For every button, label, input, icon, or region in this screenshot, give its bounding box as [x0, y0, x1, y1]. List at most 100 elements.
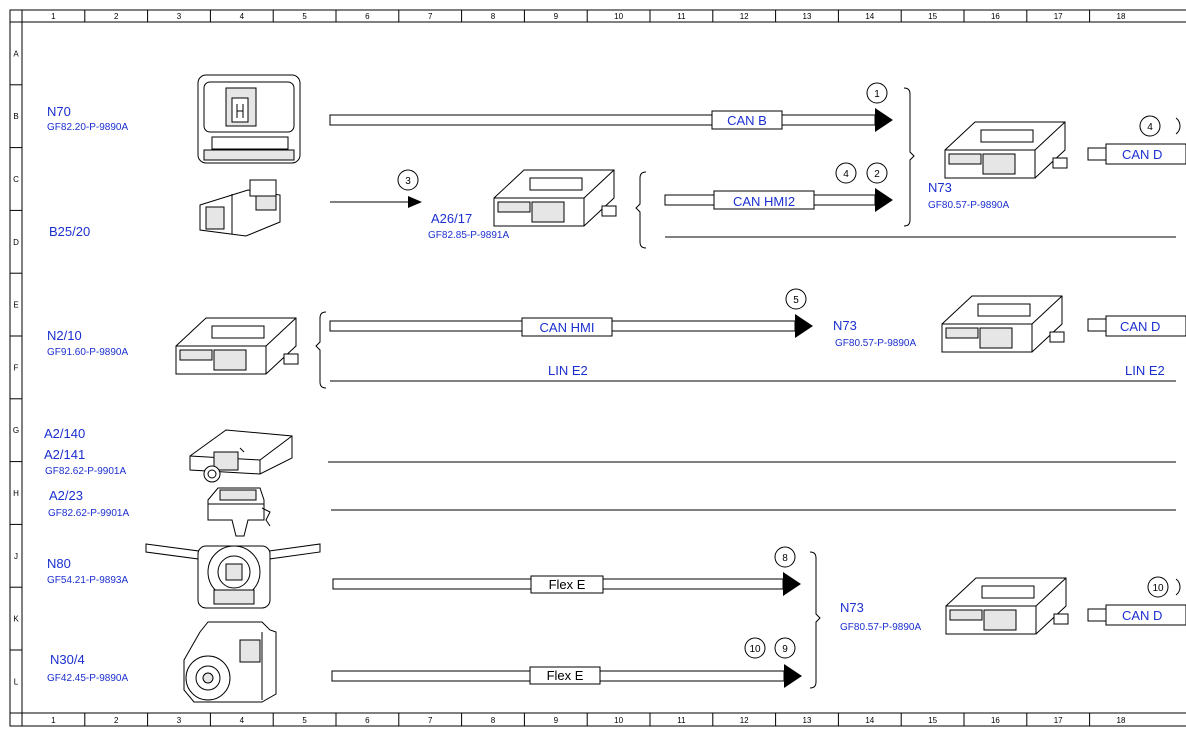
bus-label-can-hmi2: CAN HMI2 — [733, 194, 795, 209]
ruler-row-label: D — [13, 238, 19, 247]
bracket-n2-10 — [315, 311, 327, 389]
marker-clipped-bot — [1175, 578, 1181, 596]
bus-label-can-d-top: CAN D — [1122, 147, 1162, 162]
a2-140-label: A2/140 — [44, 426, 85, 441]
ruler-column-label: 18 — [1117, 716, 1126, 725]
bus-can-d-mid: CAN D — [1087, 315, 1186, 337]
b25-20-device-icon — [199, 179, 281, 237]
ruler-column-label: 10 — [614, 716, 623, 725]
n73-top-ecu-icon — [944, 121, 1068, 179]
n30-4-label: N30/4 — [50, 652, 85, 667]
ruler-row-label: B — [13, 112, 18, 121]
n2-10-label: N2/10 — [47, 328, 82, 343]
bus-can-d-bot: CAN D — [1087, 604, 1186, 626]
bus-label-can-d-bot: CAN D — [1122, 608, 1162, 623]
bus-label-lin-e2-left: LIN E2 — [548, 363, 588, 378]
bus-label-can-d-mid: CAN D — [1120, 319, 1160, 334]
ruler-column-label: 12 — [740, 716, 749, 725]
a2-141-ref: GF82.62-P-9901A — [45, 466, 126, 477]
ruler-column-label: 12 — [740, 12, 749, 21]
bracket-n73-bot — [809, 551, 821, 689]
bracket-a26 — [635, 171, 647, 249]
ruler-row-label: C — [13, 175, 19, 184]
svg-text:2: 2 — [874, 169, 880, 180]
ruler-row-label: H — [13, 489, 19, 498]
marker-2: 2 — [866, 162, 888, 184]
ruler-column-label: 5 — [302, 12, 307, 21]
ruler-row-label: G — [13, 426, 19, 435]
ruler-row-label: F — [14, 363, 19, 372]
link-b25-to-a26 — [330, 196, 422, 208]
ruler-column-label: 13 — [803, 12, 812, 21]
bus-label-can-b: CAN B — [727, 113, 767, 128]
marker-clipped-top — [1175, 117, 1181, 135]
n2-10-ref: GF91.60-P-9890A — [47, 347, 128, 358]
bus-label-can-hmi: CAN HMI — [540, 320, 595, 335]
n73-bot-ref: GF80.57-P-9890A — [840, 622, 921, 633]
a2-141-label: A2/141 — [44, 447, 85, 462]
n73-top-ref: GF80.57-P-9890A — [928, 200, 1009, 211]
ruler-column-label: 17 — [1054, 12, 1063, 21]
marker-10a: 10 — [744, 637, 766, 659]
n73-mid-ecu-icon — [941, 295, 1065, 353]
n70-label: N70 — [47, 104, 71, 119]
ruler-column-label: 10 — [614, 12, 623, 21]
ruler-row-label: L — [14, 677, 19, 686]
svg-text:9: 9 — [782, 644, 788, 655]
ruler-row-label: A — [13, 49, 19, 58]
ruler-column-label: 3 — [177, 716, 182, 725]
n73-top-label: N73 — [928, 180, 952, 195]
n30-4-unit-icon — [183, 621, 277, 703]
n73-mid-label: N73 — [833, 318, 857, 333]
a2-23-sensor-icon — [207, 487, 271, 537]
ruler-column-label: 15 — [928, 12, 937, 21]
bus-flex-e-n80: Flex E — [332, 572, 801, 596]
marker-5: 5 — [785, 288, 807, 310]
bus-can-hmi2: CAN HMI2 — [664, 188, 893, 212]
ruler-column-label: 8 — [491, 716, 496, 725]
ruler-column-label: 4 — [240, 716, 245, 725]
n30-4-ref: GF42.45-P-9890A — [47, 673, 128, 684]
n73-bot-ecu-icon — [945, 577, 1069, 635]
bus-can-d-top: CAN D — [1087, 143, 1186, 165]
ruler-column-label: 16 — [991, 12, 1000, 21]
n70-device-icon — [197, 74, 301, 164]
marker-4b: 4 — [1139, 115, 1161, 137]
ruler-column-label: 3 — [177, 12, 182, 21]
marker-1: 1 — [866, 82, 888, 104]
marker-8: 8 — [774, 546, 796, 568]
svg-text:8: 8 — [782, 553, 788, 564]
svg-text:5: 5 — [793, 295, 799, 306]
ruler-row-label: K — [13, 615, 19, 624]
a2-140-module-icon — [189, 429, 293, 483]
ruler-column-label: 14 — [865, 12, 874, 21]
ruler-column-label: 8 — [491, 12, 496, 21]
ruler-column-label: 7 — [428, 12, 433, 21]
ruler-column-label: 6 — [365, 12, 370, 21]
n80-label: N80 — [47, 556, 71, 571]
bracket-n73-top — [903, 87, 915, 227]
n70-ref: GF82.20-P-9890A — [47, 122, 128, 133]
ruler-row-label: E — [13, 301, 18, 310]
n2-10-ecu-icon — [175, 317, 299, 375]
ruler-column-label: 15 — [928, 716, 937, 725]
bus-can-b: CAN B — [329, 108, 893, 132]
bus-flex-e-n30: Flex E — [331, 664, 802, 688]
ruler-column-label: 18 — [1117, 12, 1126, 21]
ruler-column-label: 16 — [991, 716, 1000, 725]
drawing-frame — [9, 9, 1186, 727]
ruler-column-label: 17 — [1054, 716, 1063, 725]
bus-can-hmi: CAN HMI — [329, 314, 813, 338]
bus-label-flex-e-n30: Flex E — [547, 668, 584, 683]
ruler-column-label: 11 — [677, 716, 686, 725]
ruler-column-label: 9 — [554, 12, 559, 21]
marker-10b: 10 — [1147, 576, 1169, 598]
ruler-column-label: 4 — [240, 12, 245, 21]
svg-text:4: 4 — [843, 169, 849, 180]
a26-17-label: A26/17 — [431, 211, 472, 226]
ruler-column-label: 2 — [114, 716, 119, 725]
marker-4a: 4 — [835, 162, 857, 184]
